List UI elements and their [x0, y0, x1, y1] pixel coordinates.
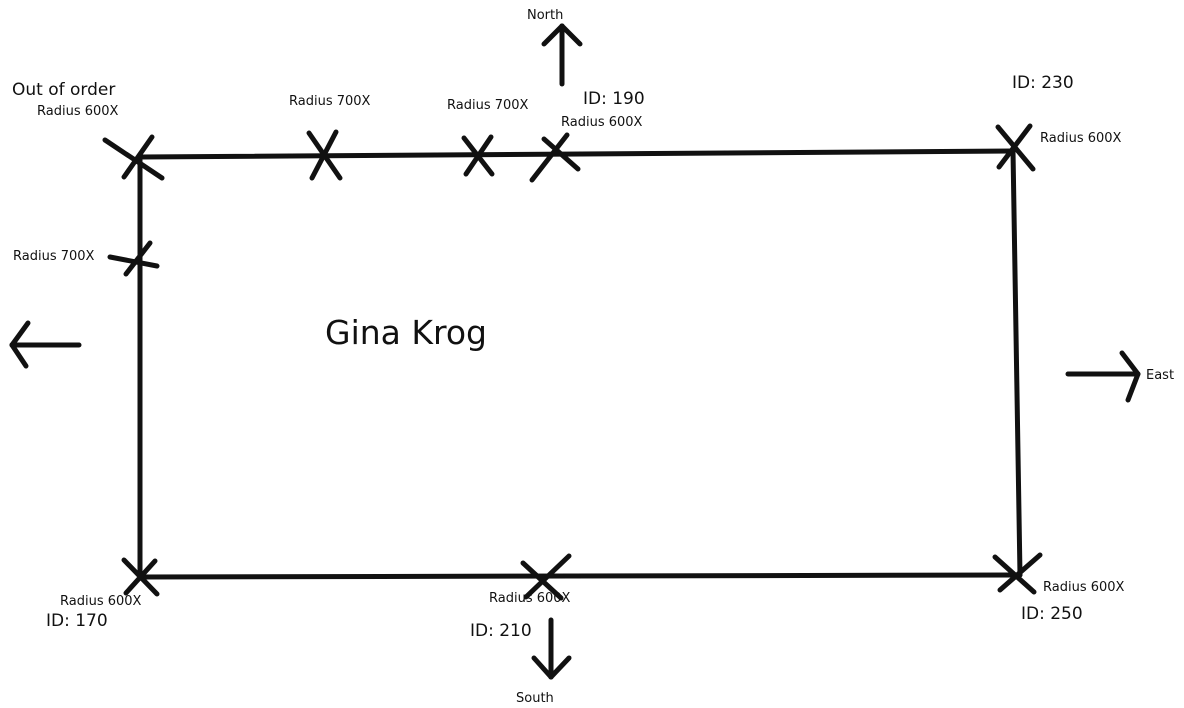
marker-label-north-3: Radius 600X	[561, 115, 643, 130]
marker-label-north-1: Radius 700X	[289, 94, 371, 109]
marker-id-ne-corner: ID: 230	[1012, 73, 1074, 93]
east-label: East	[1146, 368, 1175, 383]
x-marker-sw-corner	[121, 557, 160, 597]
site-outline	[137, 148, 1023, 580]
x-marker-north-1	[306, 129, 343, 181]
north-edge	[137, 148, 1016, 160]
site-title: Gina Krog	[325, 313, 487, 352]
south-arrow-icon	[531, 617, 572, 680]
marker-id-sw-corner: ID: 170	[46, 611, 108, 631]
x-marker-nw-corner	[102, 134, 165, 181]
marker-label-sw-corner: Radius 600X	[60, 594, 142, 609]
x-marker-west-1	[107, 240, 160, 277]
marker-label-ne-corner: Radius 600X	[1040, 131, 1122, 146]
out-of-order-note: Out of order	[12, 80, 116, 100]
x-marker-south-mid	[520, 553, 572, 601]
marker-id-north-3: ID: 190	[583, 89, 645, 109]
marker-label-se-corner: Radius 600X	[1043, 580, 1125, 595]
marker-id-south-mid: ID: 210	[470, 621, 532, 641]
x-marker-north-3	[529, 132, 581, 183]
x-marker-ne-corner	[995, 123, 1036, 172]
south-edge	[137, 572, 1023, 580]
marker-label-south-mid: Radius 600X	[489, 591, 571, 606]
marker-label-north-2: Radius 700X	[447, 98, 529, 113]
x-marker-north-2	[461, 134, 495, 177]
east-edge	[1010, 148, 1023, 578]
marker-label-west-1: Radius 700X	[13, 249, 95, 264]
marker-id-se-corner: ID: 250	[1021, 604, 1083, 624]
north-label: North	[527, 8, 564, 23]
south-label: South	[516, 691, 554, 706]
marker-label-nw-corner: Radius 600X	[37, 104, 119, 119]
west-arrow-icon	[9, 320, 82, 369]
x-marker-se-corner	[992, 552, 1043, 595]
north-arrow-icon	[541, 23, 583, 87]
east-arrow-icon	[1065, 350, 1141, 403]
